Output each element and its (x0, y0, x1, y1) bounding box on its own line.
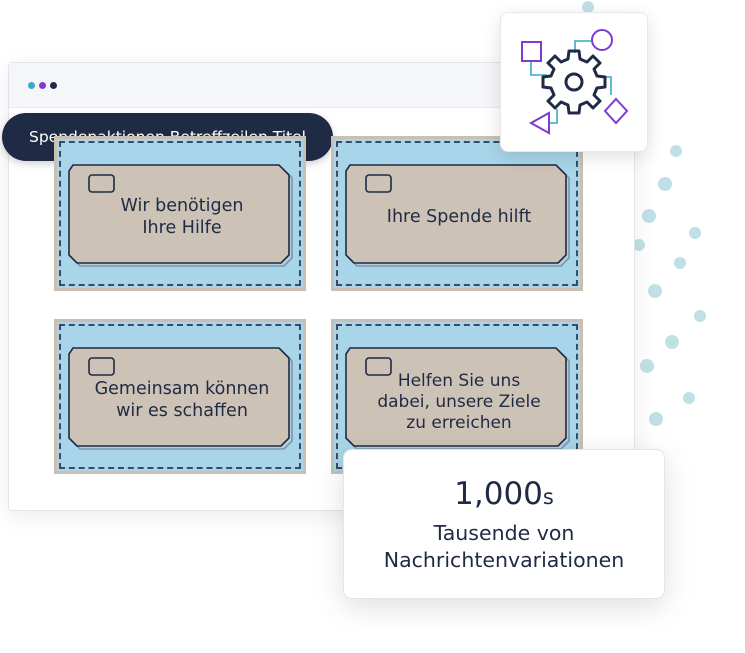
card-line-2: dabei, unsere Ziele (377, 391, 541, 412)
window-dot-purple (39, 82, 46, 89)
envelope-icon (88, 174, 115, 193)
card-line-3: zu erreichen (406, 412, 512, 433)
window-dot-navy (50, 82, 57, 89)
diamond-shape (603, 97, 629, 125)
window-dot-teal (28, 82, 35, 89)
stat-suffix: s (542, 485, 554, 509)
envelope-icon (88, 357, 115, 376)
square-shape (521, 41, 542, 62)
card-text: Ihre Spende hilft (348, 163, 570, 263)
workflow-card (500, 12, 648, 152)
card-line-1: Gemeinsam können (94, 379, 270, 399)
envelope-shape (345, 164, 570, 267)
envelope-shape (68, 347, 293, 450)
envelope-shape (345, 347, 570, 450)
stat-number: 1,000s (344, 476, 664, 515)
card-line-1: Helfen Sie uns (397, 370, 521, 391)
triangle-shape (528, 111, 550, 135)
envelope-icon (365, 357, 392, 376)
subject-card-2[interactable]: Ihre Spende hilft (331, 136, 583, 291)
stat-label: Tausende von Nachrichtenvariationen (383, 521, 625, 572)
card-line-2: Ihre Hilfe (142, 218, 222, 238)
stat-card: 1,000s Tausende von Nachrichtenvariation… (343, 449, 665, 599)
circle-shape (591, 29, 613, 51)
stat-value: 1,000 (454, 476, 543, 512)
card-line-1: Wir benötigen (120, 196, 244, 216)
envelope-shape (68, 164, 293, 267)
envelope-icon (365, 174, 392, 193)
card-line-2: wir es schaffen (116, 401, 248, 421)
card-line-1: Ihre Spende hilft (386, 207, 532, 227)
gear-workflow-icon (521, 29, 629, 135)
